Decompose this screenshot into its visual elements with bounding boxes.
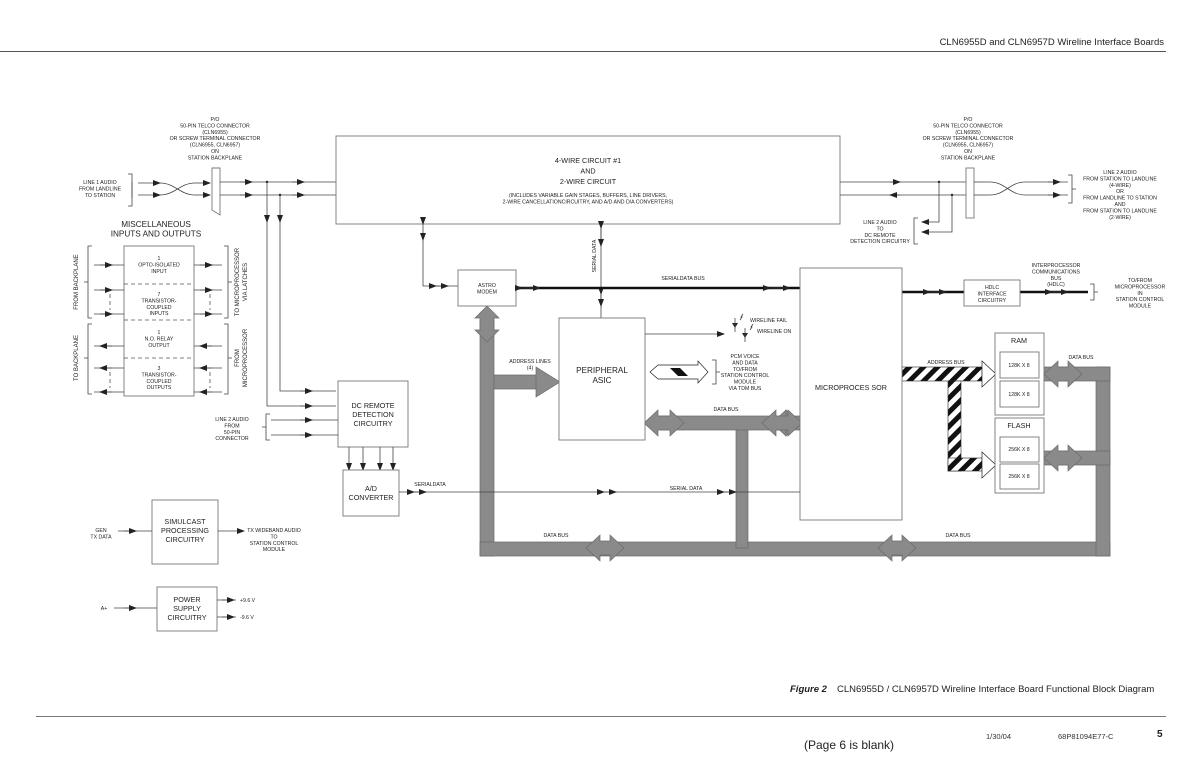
misc-from-backplane: FROM BACKPLANE <box>74 254 80 309</box>
v-plus-label: +9.6 V <box>240 598 256 604</box>
data-bus-bottom <box>479 541 1111 557</box>
footer-date: 1/30/04 <box>986 732 1012 741</box>
flash-chip-2-label: 256K X 8 <box>1008 474 1029 480</box>
astro-bus-arrow <box>474 305 500 343</box>
address-lines-arrowhead <box>535 366 561 398</box>
line1-audio-wiring <box>128 167 336 409</box>
data-bus-network <box>474 305 1111 562</box>
ram-chip-1-label: 128K X 8 <box>1008 363 1029 369</box>
footer-page-number: 5 <box>1157 729 1163 740</box>
header-rule <box>0 51 1166 52</box>
ad-converter-box <box>342 469 400 517</box>
blank-page-note: (Page 6 is blank) <box>804 738 895 752</box>
right-connector <box>965 167 975 219</box>
serial-data-long-label: SERIAL DATA <box>670 486 703 492</box>
flash-chip-1 <box>999 436 1040 463</box>
flash-bus-arrow <box>1043 444 1083 472</box>
misc-to-backplane: TO BACKPLANE <box>74 335 80 381</box>
v-minus-label: -9.6 V <box>240 615 254 621</box>
running-header-title: CLN6955D and CLN6957D Wireline Interface… <box>939 37 1164 48</box>
serial-data-bus <box>515 283 1098 301</box>
figure-label: Figure 2 <box>790 684 827 695</box>
line2-audio-wiring <box>840 167 1076 245</box>
wireline-on-label: WIRELINE ON <box>757 329 792 335</box>
address-lines-bar <box>493 374 543 390</box>
microprocessor-label: MICROPROCES SOR <box>815 383 887 392</box>
power-links <box>114 597 236 620</box>
left-connector <box>211 167 221 216</box>
figure-title: CLN6955D / CLN6957D Wireline Interface B… <box>836 684 1155 695</box>
wireline-fail-label: WIRELINE FAIL <box>750 318 787 324</box>
power-supply-box <box>156 586 218 632</box>
dc-remote-links <box>262 413 396 471</box>
ram-chip-2 <box>999 380 1040 408</box>
footer-rule <box>36 716 1166 717</box>
address-bus-striped <box>901 360 997 479</box>
asic-outputs <box>645 313 754 385</box>
hdlc-box <box>963 279 1021 307</box>
four-wire-circuit-box <box>335 135 841 225</box>
data-bus-bottom-right-label: DATA BUS <box>946 533 971 539</box>
serial-data-bus-label: SERIALDATA BUS <box>661 276 705 282</box>
ram-chip-1 <box>999 351 1040 379</box>
flash-chip-2 <box>999 463 1040 490</box>
data-bus-left-vertical <box>479 319 495 557</box>
address-bus-label: ADDRESS BUS <box>927 360 965 366</box>
dc-remote-box <box>337 380 409 448</box>
ram-chip-2-label: 128K X 8 <box>1008 392 1029 398</box>
figure-caption: Figure 2 CLN6955D / CLN6957D Wireline Int… <box>790 684 1154 695</box>
ram-title: RAM <box>1011 336 1027 345</box>
misc-io <box>84 245 232 397</box>
serial-data-vertical-label: SERIAL DATA <box>592 239 598 272</box>
asic-data-bus-arrow <box>643 409 685 437</box>
serialdata-short-label: SERIALDATA <box>414 482 446 488</box>
data-bus-mid-label: DATA BUS <box>714 407 739 413</box>
flash-chip-1-label: 256K X 8 <box>1008 447 1029 453</box>
data-bus-bottom-left-label: DATA BUS <box>544 533 569 539</box>
ram-bus-arrow <box>1043 360 1083 388</box>
a-plus-label: A+ <box>101 606 108 612</box>
bottom-left-bus-arrow <box>585 534 625 562</box>
simulcast-box <box>151 499 219 565</box>
astro-links <box>420 217 604 318</box>
address-lines-label: ADDRESS LINES(4) <box>509 359 551 371</box>
data-bus-ram-label: DATA BUS <box>1069 355 1094 361</box>
microprocessor-box <box>799 267 903 521</box>
bottom-right-bus-arrow <box>877 534 917 562</box>
peripheral-asic-box <box>558 317 646 441</box>
flash-title: FLASH <box>1007 421 1030 430</box>
footer-doc-number: 68P81094E77-C <box>1058 732 1114 741</box>
four-wire-note: (INCLUDES VARIABLE GAIN STAGES, BUFFERS,… <box>503 193 674 205</box>
data-bus-mid-vertical <box>735 422 749 549</box>
misc-io-box <box>123 245 195 397</box>
